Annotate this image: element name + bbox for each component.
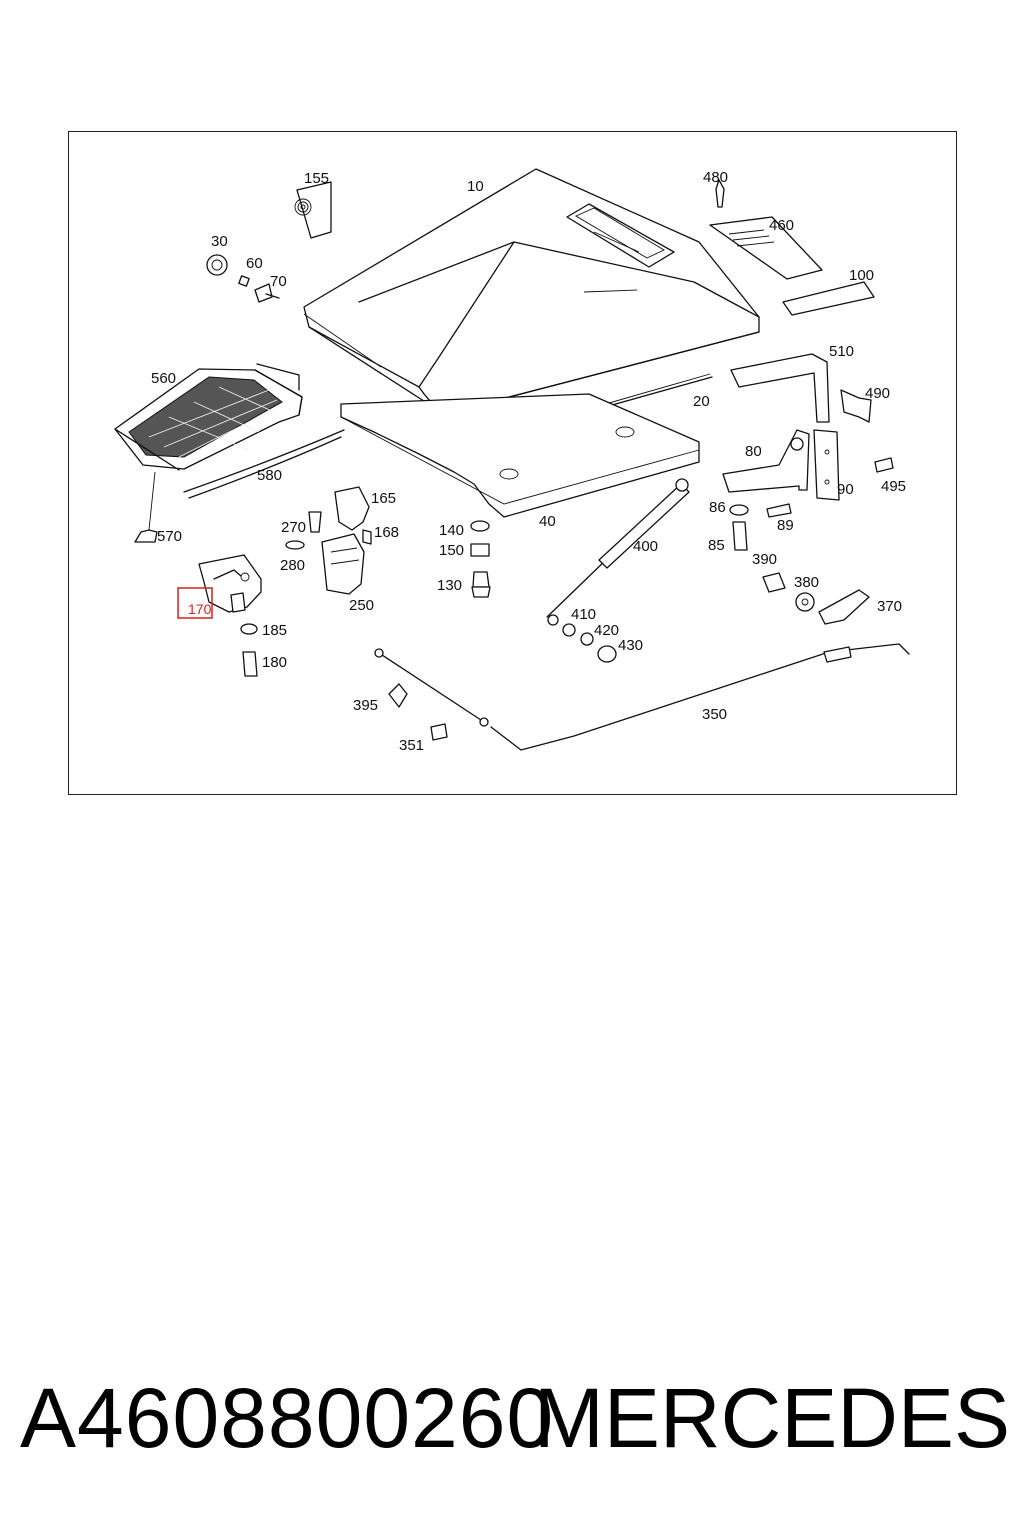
hinge-assembly-part bbox=[722, 353, 894, 551]
callout-370: 370 bbox=[877, 598, 902, 615]
callout-180: 180 bbox=[262, 654, 287, 671]
gas-strut-part bbox=[546, 478, 690, 626]
callout-570: 570 bbox=[157, 528, 182, 545]
callout-560: 560 bbox=[151, 370, 176, 387]
callout-420: 420 bbox=[594, 622, 619, 639]
callout-80: 80 bbox=[745, 443, 762, 460]
callout-155: 155 bbox=[304, 170, 329, 187]
callout-130: 130 bbox=[437, 577, 462, 594]
bumper-stop-part bbox=[470, 520, 491, 598]
strut-fasteners-part bbox=[562, 623, 617, 663]
emblem-roll-part bbox=[294, 181, 332, 239]
callout-250: 250 bbox=[349, 597, 374, 614]
safety-catch-part bbox=[198, 554, 262, 677]
callout-580: 580 bbox=[257, 467, 282, 484]
callout-460: 460 bbox=[769, 217, 794, 234]
part-number: A4608800260 bbox=[20, 1371, 555, 1465]
callout-170: 170 bbox=[188, 601, 212, 617]
callout-430: 430 bbox=[618, 637, 643, 654]
callout-480: 480 bbox=[703, 169, 728, 186]
insulation-mat-part bbox=[340, 393, 700, 518]
callout-280: 280 bbox=[280, 557, 305, 574]
callout-100: 100 bbox=[849, 267, 874, 284]
callout-30: 30 bbox=[211, 233, 228, 250]
callout-351: 351 bbox=[399, 737, 424, 754]
callout-168: 168 bbox=[374, 524, 399, 541]
callout-85: 85 bbox=[708, 537, 725, 554]
vent-trim-part bbox=[709, 179, 875, 316]
footer: A4608800260 MERCEDES bbox=[20, 1370, 1010, 1470]
release-cable-part bbox=[374, 643, 910, 751]
callout-490: 490 bbox=[865, 385, 890, 402]
callout-20: 20 bbox=[693, 393, 710, 410]
callout-90: 90 bbox=[837, 481, 854, 498]
callout-400: 400 bbox=[633, 538, 658, 555]
callout-185: 185 bbox=[262, 622, 287, 639]
callout-150: 150 bbox=[439, 542, 464, 559]
callout-labels: 10 155 480 460 30 60 70 100 510 560 490 … bbox=[151, 169, 906, 754]
callout-495: 495 bbox=[881, 478, 906, 495]
callout-60: 60 bbox=[246, 255, 263, 272]
callout-380: 380 bbox=[794, 574, 819, 591]
callout-395: 395 bbox=[353, 697, 378, 714]
callout-270: 270 bbox=[281, 519, 306, 536]
callout-140: 140 bbox=[439, 522, 464, 539]
parts-diagram: 10 155 480 460 30 60 70 100 510 560 490 … bbox=[114, 168, 910, 754]
highlight-box bbox=[177, 587, 213, 619]
callout-350: 350 bbox=[702, 706, 727, 723]
callout-70: 70 bbox=[270, 273, 287, 290]
hood-part bbox=[303, 168, 760, 415]
callout-510: 510 bbox=[829, 343, 854, 360]
hood-lock-part bbox=[285, 486, 372, 595]
star-emblem-part bbox=[206, 254, 280, 303]
callout-89: 89 bbox=[777, 517, 794, 534]
callout-165: 165 bbox=[371, 490, 396, 507]
release-handle-part bbox=[762, 572, 870, 625]
brand-name: MERCEDES bbox=[533, 1371, 1010, 1465]
callout-40: 40 bbox=[539, 513, 556, 530]
air-grille-part bbox=[114, 363, 345, 543]
callout-410: 410 bbox=[571, 606, 596, 623]
callout-86: 86 bbox=[709, 499, 726, 516]
callout-10: 10 bbox=[467, 178, 484, 195]
parts-diagram-frame: 10 155 480 460 30 60 70 100 510 560 490 … bbox=[68, 131, 957, 795]
callout-390: 390 bbox=[752, 551, 777, 568]
